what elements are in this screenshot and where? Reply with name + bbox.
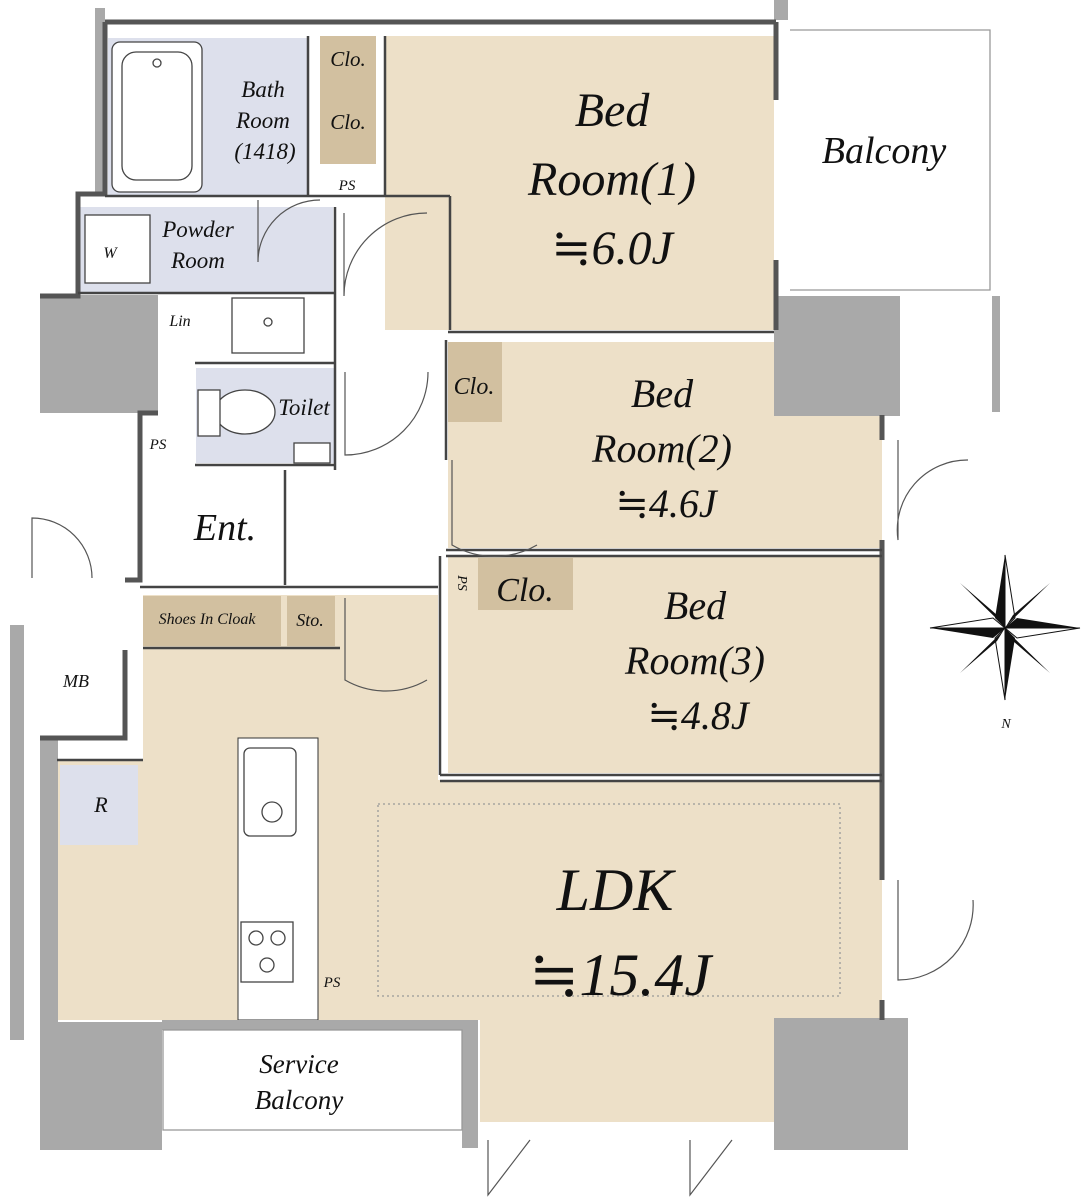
door-swing[interactable] <box>31 517 93 579</box>
clo-bed2-label: Clo. <box>454 374 495 400</box>
door-swing[interactable] <box>451 460 538 557</box>
hand-basin-icon <box>293 442 331 464</box>
bedroom2-floor <box>448 342 882 548</box>
partitions <box>57 36 882 783</box>
faucet-icon <box>263 317 273 327</box>
door-swing[interactable] <box>689 1139 733 1197</box>
sink-drain-icon <box>261 801 283 823</box>
service-balcony-outline <box>162 1029 463 1131</box>
bathtub-icon <box>111 41 203 193</box>
burner-icon <box>270 930 286 946</box>
clo-bed2-fill <box>448 342 502 422</box>
ps-bath-label: PS <box>338 178 356 194</box>
outer-wall <box>40 650 128 741</box>
sto-label: Sto. <box>296 610 324 630</box>
door-swing[interactable] <box>343 212 428 297</box>
washer-label: W <box>103 245 118 262</box>
pillar <box>774 1018 908 1150</box>
wall-top-right <box>774 0 788 20</box>
refrigerator-label: R <box>93 792 108 817</box>
compass-rose-icon <box>929 554 1081 701</box>
balcony-outline <box>790 29 991 291</box>
wall-right-balcony <box>992 296 1000 412</box>
bedroom1-name-line1: Bed <box>575 84 651 137</box>
bedroom1-area: ≒6.0J <box>551 222 675 275</box>
bedroom1-name-line2: Room(1) <box>527 153 696 206</box>
bedroom2-name-line1: Bed <box>631 371 694 416</box>
linen-label: Lin <box>168 313 190 330</box>
stove-icon <box>240 921 294 983</box>
compass-north-label: N <box>1000 717 1011 732</box>
bedroom3-area: ≒4.8J <box>647 693 751 738</box>
toilet-tank-icon <box>197 389 221 437</box>
burner-icon <box>248 930 264 946</box>
structure <box>10 0 1000 1150</box>
service-balcony-line1: Service <box>259 1049 338 1079</box>
ps-kitchen-label: PS <box>323 975 341 991</box>
shoes-fill <box>143 596 281 646</box>
door-swing[interactable] <box>487 1139 531 1197</box>
bedroom3-name-line1: Bed <box>664 583 727 628</box>
powder-line1: Powder <box>161 217 235 242</box>
clo-bed3-fill <box>478 558 573 610</box>
pillar <box>40 295 158 413</box>
bath-line3: (1418) <box>234 139 295 164</box>
pillar <box>774 296 900 416</box>
ps-toilet-label: PS <box>149 437 167 453</box>
pillar <box>40 1022 162 1150</box>
clo-bed1-top-label: Clo. <box>330 47 366 71</box>
bedroom2-name-line2: Room(2) <box>591 426 732 471</box>
door-swing[interactable] <box>344 598 428 692</box>
door-swing[interactable] <box>344 371 429 456</box>
clo-bed1-bottom-label: Clo. <box>330 110 366 134</box>
ps-hall-label: PS <box>454 574 469 591</box>
wall-top <box>95 8 105 194</box>
clo-bed1-fill <box>320 36 376 164</box>
wall-service-left <box>462 1030 478 1148</box>
wall-bottom <box>162 1020 478 1030</box>
bath-line1: Bath <box>241 77 284 102</box>
doors <box>31 199 974 1197</box>
burner-icon <box>259 957 275 973</box>
bath-line2: Room <box>235 108 290 133</box>
clo-bed3-label: Clo. <box>496 572 554 609</box>
powder-line2: Room <box>170 248 225 273</box>
outer-wall <box>40 22 108 299</box>
bathtub-inner <box>121 51 193 181</box>
dining-area-outline <box>377 803 841 997</box>
drain-icon <box>152 58 162 68</box>
walls <box>40 19 885 1020</box>
door-swing[interactable] <box>896 440 969 541</box>
toilet-bowl-icon <box>214 389 276 435</box>
fixtures <box>84 29 991 1131</box>
toilet-label: Toilet <box>278 395 330 420</box>
door-swing[interactable] <box>257 199 321 263</box>
ldk-area: ≒15.4J <box>529 942 713 1008</box>
wall-left <box>40 738 58 1022</box>
bedroom3-name-line2: Room(3) <box>624 638 765 683</box>
bedroom2-area: ≒4.6J <box>615 481 719 526</box>
balcony-label: Balcony <box>822 130 947 172</box>
service-balcony-line2: Balcony <box>255 1085 343 1115</box>
door-swing[interactable] <box>897 880 974 981</box>
sto-fill <box>287 596 335 646</box>
outer-wall <box>125 410 158 583</box>
fridge-floor <box>60 765 138 845</box>
ldk-name: LDK <box>556 857 677 923</box>
wall-left-low <box>10 625 24 1040</box>
meter-box-label: MB <box>62 671 89 691</box>
kitchen-counter <box>237 737 319 1021</box>
kitchen-sink-icon <box>243 747 297 837</box>
labels: Bed Room(1) ≒6.0J Balcony Bed Room(2) ≒4… <box>62 47 1011 1115</box>
washer-icon <box>84 214 151 284</box>
entrance-label: Ent. <box>193 507 256 549</box>
shoes-cloak-label: Shoes In Cloak <box>159 611 257 628</box>
